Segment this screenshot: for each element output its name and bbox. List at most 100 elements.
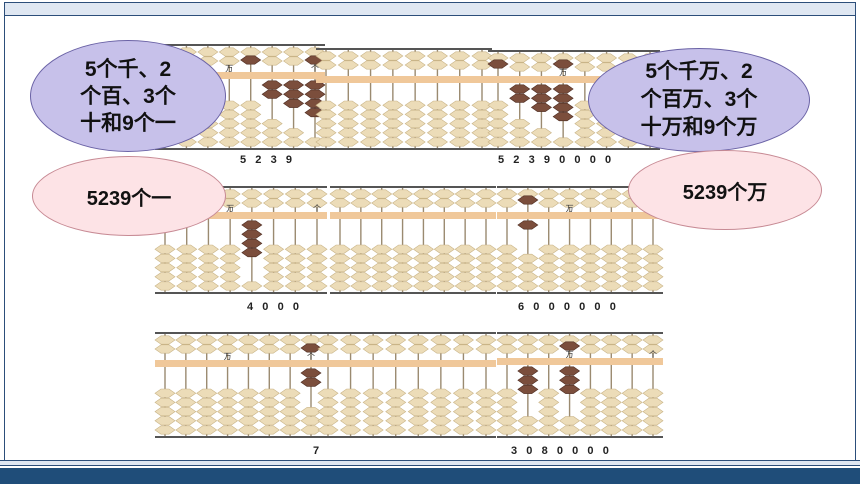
bead bbox=[263, 263, 285, 273]
bead bbox=[404, 100, 426, 110]
bead bbox=[621, 397, 643, 407]
abacus-frame-bottom bbox=[155, 148, 325, 150]
bead bbox=[530, 137, 552, 147]
bead bbox=[430, 425, 452, 435]
bead bbox=[642, 416, 664, 426]
bead bbox=[452, 388, 474, 398]
bead bbox=[412, 198, 434, 208]
bead bbox=[621, 425, 643, 435]
bead bbox=[600, 425, 622, 435]
bead bbox=[574, 137, 596, 147]
bead bbox=[197, 272, 219, 282]
bead bbox=[600, 335, 622, 345]
bead-dark bbox=[304, 89, 326, 99]
bead bbox=[279, 335, 301, 345]
bead bbox=[559, 198, 581, 208]
bead bbox=[579, 416, 601, 426]
bead bbox=[279, 416, 301, 426]
bead bbox=[449, 51, 471, 61]
bead bbox=[218, 109, 240, 119]
bead bbox=[350, 272, 372, 282]
bead bbox=[382, 100, 404, 110]
bead bbox=[175, 335, 197, 345]
bead bbox=[218, 56, 240, 66]
bead bbox=[579, 244, 601, 254]
bead bbox=[426, 137, 448, 147]
bead bbox=[517, 272, 539, 282]
row3-right-digits: 3 0 8 0 0 0 0 bbox=[511, 445, 609, 457]
bead bbox=[430, 407, 452, 417]
bead-dark bbox=[552, 102, 574, 112]
bead bbox=[392, 198, 414, 208]
bead bbox=[263, 253, 285, 263]
bead-dark bbox=[517, 220, 539, 230]
abacus-beam bbox=[497, 212, 663, 219]
bead-dark bbox=[530, 102, 552, 112]
bead bbox=[430, 344, 452, 354]
bead bbox=[217, 335, 239, 345]
bead bbox=[412, 253, 434, 263]
bead bbox=[475, 244, 497, 254]
bead bbox=[279, 344, 301, 354]
bead bbox=[392, 189, 414, 199]
bead-dark bbox=[530, 93, 552, 103]
bead bbox=[240, 128, 262, 138]
bead bbox=[621, 335, 643, 345]
bead bbox=[426, 100, 448, 110]
bead bbox=[559, 281, 581, 291]
bead bbox=[452, 416, 474, 426]
bead bbox=[579, 335, 601, 345]
bead bbox=[404, 137, 426, 147]
bubble-place-value-wan-text: 5个千万、2 个百万、3个 十万和9个万 bbox=[640, 60, 758, 139]
bead bbox=[538, 263, 560, 273]
bead bbox=[340, 416, 362, 426]
bead-dark bbox=[559, 341, 581, 351]
bead bbox=[475, 388, 497, 398]
bead bbox=[337, 51, 359, 61]
bead bbox=[258, 397, 280, 407]
row1-right-digits: 5 2 3 9 0 0 0 0 bbox=[498, 154, 612, 166]
abacus-frame-top bbox=[155, 186, 327, 188]
bead bbox=[412, 263, 434, 273]
bead bbox=[559, 189, 581, 199]
bead bbox=[600, 272, 622, 282]
bead bbox=[538, 335, 560, 345]
bead bbox=[430, 388, 452, 398]
bead bbox=[197, 137, 219, 147]
bead bbox=[263, 272, 285, 282]
bead bbox=[284, 244, 306, 254]
bead bbox=[283, 128, 305, 138]
bead bbox=[219, 281, 241, 291]
abacus-label-ge: 个 bbox=[307, 352, 315, 361]
abacus-frame-top bbox=[155, 332, 321, 334]
bead bbox=[600, 397, 622, 407]
bead bbox=[454, 281, 476, 291]
bead bbox=[360, 128, 382, 138]
bead bbox=[360, 60, 382, 70]
bead bbox=[579, 388, 601, 398]
bead bbox=[538, 198, 560, 208]
bead-dark bbox=[283, 98, 305, 108]
abacus-beam bbox=[316, 76, 492, 83]
bead bbox=[340, 397, 362, 407]
slide-frame bbox=[4, 16, 856, 460]
bead bbox=[279, 397, 301, 407]
bead bbox=[509, 53, 531, 63]
bead-dark bbox=[283, 89, 305, 99]
bead bbox=[385, 344, 407, 354]
bead bbox=[475, 198, 497, 208]
bead bbox=[454, 189, 476, 199]
bead bbox=[449, 137, 471, 147]
bead bbox=[496, 407, 518, 417]
bubble-place-value-ones: 5个千、2 个百、3个 十和9个一 bbox=[30, 40, 226, 152]
bead bbox=[407, 388, 429, 398]
bead bbox=[175, 416, 197, 426]
bead bbox=[621, 407, 643, 417]
bead bbox=[360, 137, 382, 147]
bead bbox=[559, 425, 581, 435]
bead bbox=[175, 388, 197, 398]
bead bbox=[530, 128, 552, 138]
bead bbox=[217, 407, 239, 417]
bead bbox=[496, 272, 518, 282]
bead bbox=[241, 281, 263, 291]
